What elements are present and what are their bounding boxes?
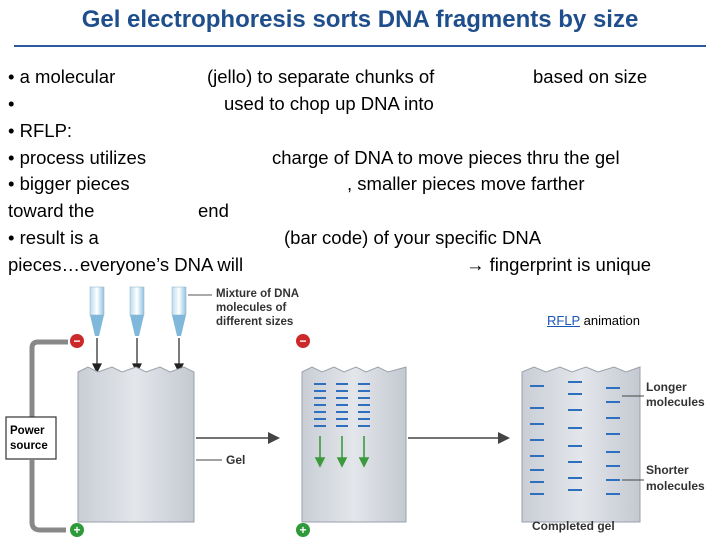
gel-2 bbox=[301, 366, 407, 523]
minus-electrode-1: − bbox=[70, 334, 84, 348]
migration-arrows bbox=[314, 436, 370, 468]
completed-gel-bands bbox=[530, 381, 620, 495]
bullet-7-part-1: • result is a bbox=[8, 227, 99, 248]
plus-electrode-1: + bbox=[70, 523, 84, 537]
bullet-4-part-2: charge of DNA to move pieces thru the ge… bbox=[272, 147, 620, 168]
power-wire-top bbox=[29, 339, 68, 420]
bullet-6-part-1: toward the bbox=[8, 200, 95, 221]
link-suffix: animation bbox=[580, 313, 640, 328]
gel-electrophoresis-diagram: Mixture of DNA molecules of different si… bbox=[5, 286, 705, 537]
pipette-tube-3 bbox=[171, 286, 187, 336]
power-source-box bbox=[5, 416, 57, 460]
pipette-tube-1 bbox=[89, 286, 105, 336]
completed-gel bbox=[521, 366, 641, 523]
gel-2-bands bbox=[314, 383, 370, 427]
svg-text:+: + bbox=[73, 523, 80, 537]
bullet-2-marker: • bbox=[8, 93, 15, 114]
power-label-line-1: Power bbox=[10, 425, 45, 437]
gel-1 bbox=[77, 366, 195, 523]
shorter-label-line-1: Shorter bbox=[646, 463, 689, 477]
bullet-8-arrow-line: → fingerprint is unique bbox=[466, 254, 651, 276]
svg-text:−: − bbox=[299, 334, 306, 348]
minus-electrode-2: − bbox=[296, 334, 310, 348]
bullet-5-part-1: • bigger pieces bbox=[8, 173, 130, 194]
arrow-right-icon bbox=[498, 432, 510, 444]
svg-text:−: − bbox=[73, 334, 80, 348]
bullet-7-part-2: (bar code) of your specific DNA bbox=[284, 227, 542, 248]
svg-text:+: + bbox=[299, 523, 306, 537]
bullet-6-part-2: end bbox=[198, 200, 229, 221]
page-title: Gel electrophoresis sorts DNA fragments … bbox=[81, 6, 639, 33]
bullet-4-part-1: • process utilizes bbox=[8, 147, 147, 168]
longer-label-line-1: Longer bbox=[646, 380, 687, 394]
rflp-animation-link-container: RFLP animation bbox=[547, 313, 640, 328]
mixture-label-line-1: Mixture of DNA bbox=[216, 288, 299, 300]
bullet-8-part-2: fingerprint is unique bbox=[489, 254, 652, 275]
pipette-tube-2 bbox=[129, 286, 145, 336]
bullet-1-part-2: (jello) to separate chunks of bbox=[207, 66, 435, 87]
bullet-5-part-2: , smaller pieces move farther bbox=[347, 173, 585, 194]
completed-gel-label: Completed gel bbox=[532, 519, 615, 533]
arrow-right-icon bbox=[268, 432, 280, 444]
longer-label-line-2: molecules bbox=[646, 395, 705, 409]
bullet-2-text: used to chop up DNA into bbox=[224, 93, 434, 114]
bullet-1-part-3: based on size bbox=[533, 66, 648, 87]
shorter-label-line-2: molecules bbox=[646, 479, 705, 493]
gel-label: Gel bbox=[226, 453, 245, 467]
power-label-line-2: source bbox=[10, 440, 48, 452]
power-wire-bottom bbox=[29, 460, 66, 533]
bullet-1-part-1: • a molecular bbox=[8, 66, 116, 87]
bullet-3: • RFLP: bbox=[8, 120, 73, 141]
rflp-animation-link[interactable]: RFLP bbox=[547, 313, 580, 328]
mixture-label-line-2: molecules of bbox=[216, 302, 286, 314]
mixture-label-line-3: different sizes bbox=[216, 316, 293, 328]
plus-electrode-2: + bbox=[296, 523, 310, 537]
bullet-8-part-1: pieces…everyone’s DNA will bbox=[8, 254, 244, 275]
title-underline bbox=[14, 45, 706, 47]
load-arrows bbox=[92, 338, 184, 374]
arrow-right-icon: → bbox=[466, 254, 485, 275]
